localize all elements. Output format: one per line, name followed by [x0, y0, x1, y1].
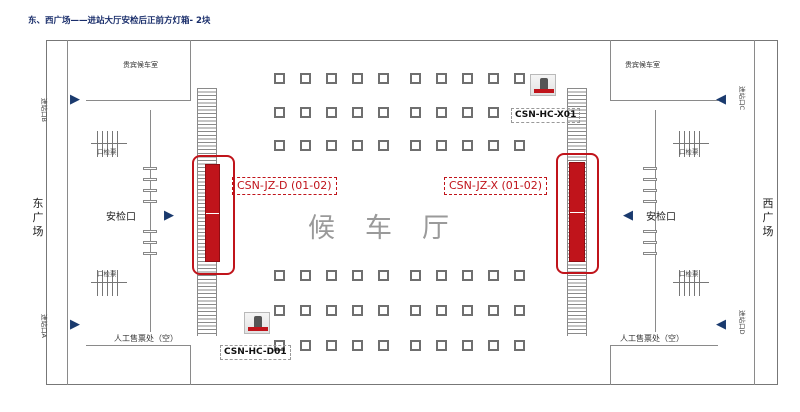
ad-lightbox-right[interactable]: [569, 162, 585, 262]
gate-label: 口检票: [679, 270, 699, 278]
gate-label: 口检票: [97, 270, 117, 278]
page-title: 东、西广场——进站大厅安检后正前方灯箱- 2块: [28, 16, 211, 26]
manual-ticket-office-left: 人工售票处（空）: [114, 334, 178, 343]
security-arrow-icon: ▶: [164, 208, 174, 223]
device-thumbnail-icon[interactable]: [530, 74, 556, 96]
device-code-x01[interactable]: CSN-HC-X01: [511, 108, 581, 123]
entrance-a-label: 进站口A: [40, 314, 48, 338]
entry-arrow-icon: ◀: [716, 317, 726, 332]
gate-label: 口检票: [679, 148, 699, 156]
ticket-gate-icon: [91, 131, 127, 157]
vip-lounge-right: 贵宾候车室: [625, 61, 660, 69]
entry-arrow-icon: ▶: [70, 92, 80, 107]
ad-code-right[interactable]: CSN-JZ-X (01-02): [444, 177, 548, 195]
entrance-b-label: 进站口B: [40, 98, 48, 122]
vip-lounge-left: 贵宾候车室: [123, 61, 158, 69]
entrance-c-label: 进站口C: [738, 86, 746, 111]
floor-plan: [46, 40, 778, 385]
security-check-left: 安检口: [106, 212, 136, 223]
entry-arrow-icon: ◀: [716, 92, 726, 107]
security-arrow-icon: ◀: [623, 208, 633, 223]
ticket-gate-icon: [673, 270, 709, 296]
waiting-hall-label: 候车厅: [308, 213, 479, 244]
ad-highlight-frame-right[interactable]: [556, 153, 599, 274]
device-code-d01[interactable]: CSN-HC-D01: [220, 345, 291, 360]
entrance-d-label: 进站口D: [738, 310, 746, 335]
entry-arrow-icon: ▶: [70, 317, 80, 332]
ad-lightbox-left[interactable]: [205, 164, 220, 262]
manual-ticket-office-right: 人工售票处（空）: [620, 334, 684, 343]
west-square-label: 西广场: [762, 197, 774, 238]
ticket-gate-icon: [673, 131, 709, 157]
east-square-label: 东广场: [32, 197, 44, 238]
security-check-right: 安检口: [646, 212, 676, 223]
ad-highlight-frame-left[interactable]: [192, 155, 235, 275]
gate-label: 口检票: [97, 148, 117, 156]
device-thumbnail-icon[interactable]: [244, 312, 270, 334]
ticket-gate-icon: [91, 270, 127, 296]
ad-code-left[interactable]: CSN-JZ-D (01-02): [232, 177, 337, 195]
